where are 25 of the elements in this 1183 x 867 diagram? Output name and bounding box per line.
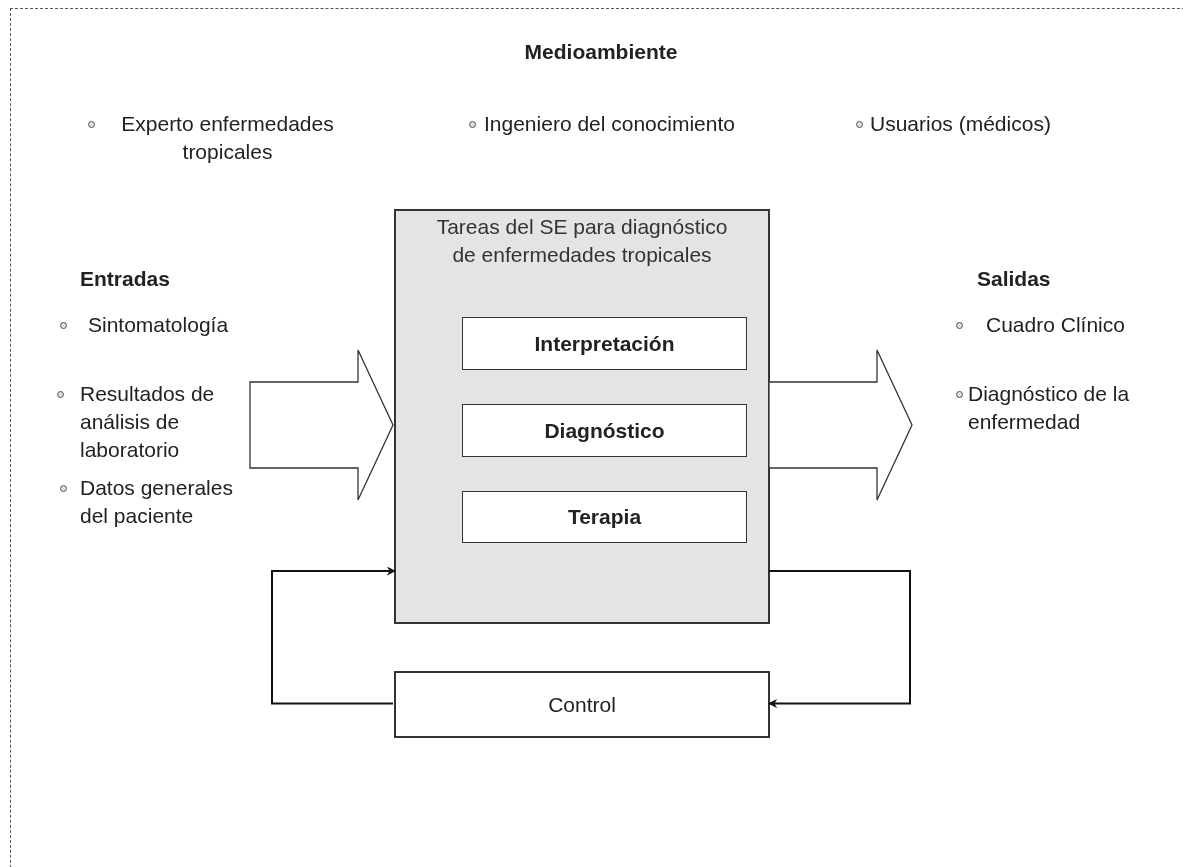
feedback-arrow <box>768 570 911 708</box>
system-box <box>394 209 770 624</box>
bullet-text: Ingeniero del conocimiento <box>484 111 736 137</box>
task-label: Interpretación <box>533 330 676 357</box>
block-arrow <box>768 349 913 501</box>
task-label: Diagnóstico <box>543 417 666 444</box>
section-heading: Salidas <box>977 266 1052 292</box>
bullet-text: Cuadro Clínico <box>986 312 1126 338</box>
bullet-text: Sintomatología <box>88 312 230 338</box>
task-box <box>462 491 747 543</box>
control-box <box>394 671 770 738</box>
bullet-text: Diagnóstico de la enfermedad <box>968 381 1131 435</box>
feedback-arrow <box>271 566 396 705</box>
task-box <box>462 404 747 457</box>
system-title: Tareas del SE para diagnóstico de enfermedades tropicales <box>435 214 729 268</box>
section-heading: Entradas <box>80 266 171 292</box>
bullet-text: Datos generales del paciente <box>80 475 234 529</box>
bullet-text: Resultados de análisis de laboratorio <box>80 381 216 463</box>
bullet-text: Experto enfermedades tropicales <box>120 111 335 165</box>
environment-heading: Medioambiente <box>523 40 679 64</box>
control-label: Control <box>547 691 617 718</box>
task-label: Terapia <box>566 504 643 530</box>
bullet-text: Usuarios (médicos) <box>870 111 1052 137</box>
block-arrow <box>249 349 394 501</box>
task-box <box>462 317 747 370</box>
